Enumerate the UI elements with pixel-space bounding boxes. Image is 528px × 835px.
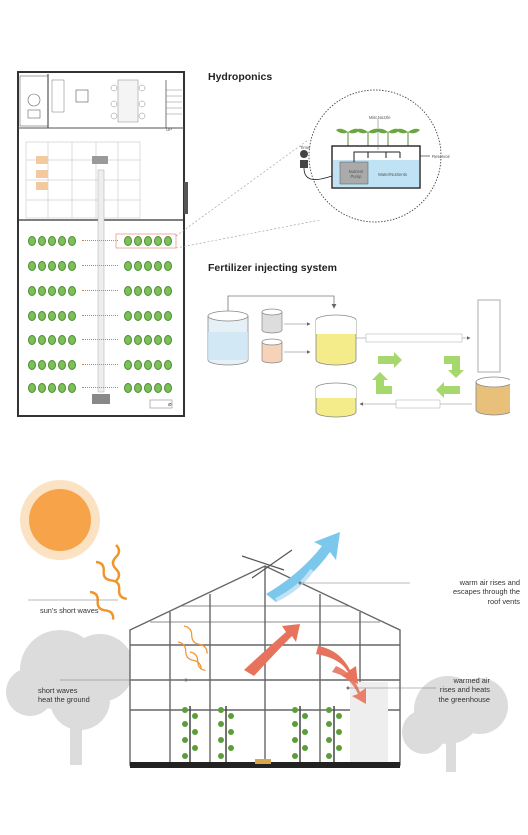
reservoir-label: Reservoir	[432, 154, 450, 159]
floorplan-up-label: UP	[166, 127, 173, 132]
callout-sun-waves: sun's short waves	[40, 606, 99, 615]
callout-warm-air-line-3: roof vents	[487, 596, 520, 606]
fertilizer-diagram	[207, 295, 510, 418]
svg-text:⌀: ⌀	[168, 402, 172, 408]
callout-warm-air-rises: warm air rises and escapes through the r…	[410, 578, 520, 606]
callout-warm-air-line-1: warm air rises and	[459, 578, 520, 587]
mist-nozzle-label: Mist Nozzle	[369, 115, 391, 120]
timer-label: Timer	[300, 145, 311, 150]
hydroponics-diagram	[300, 89, 442, 223]
hydroponics-title: Hydroponics	[208, 71, 273, 83]
callout-warmed-air-line-1: warmed air	[453, 676, 490, 685]
hydroponic-towers	[182, 706, 342, 762]
callout-short-waves: short waves heat the ground	[38, 686, 90, 705]
sun-icon	[20, 480, 100, 560]
callout-warmed-air-line-3: the greenhouse	[438, 694, 490, 704]
callout-short-waves-line-1: short waves	[38, 686, 78, 695]
callout-short-waves-line-2: heat the ground	[38, 695, 90, 705]
right-tree-icon	[402, 676, 508, 772]
callout-warmed-air-line-2: rises and heats	[439, 685, 490, 695]
nutrient-pump-label: Nutrient Pump	[348, 169, 364, 179]
sun-waves	[89, 544, 128, 620]
fertilizer-title: Fertilizer injecting system	[208, 262, 337, 274]
left-tree-icon	[6, 630, 134, 765]
callout-warmed-air: warmed air rises and heats the greenhous…	[410, 676, 490, 704]
callout-warm-air-line-2: escapes through the	[453, 587, 520, 597]
water-nutrients-label: Water/Nutrients	[378, 172, 407, 177]
greenhouse-section	[6, 480, 508, 772]
hydroponic-plants	[336, 128, 420, 146]
